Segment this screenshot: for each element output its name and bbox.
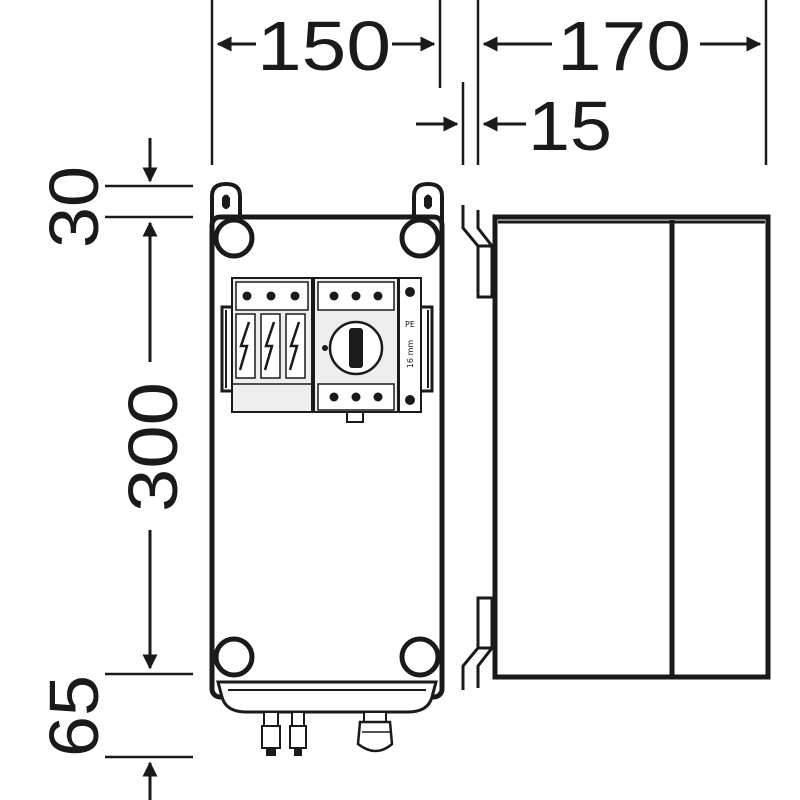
surge-protector-module [231, 277, 313, 413]
dimension-height-label: 300 [114, 382, 192, 512]
cable-gland [356, 711, 394, 753]
side-view [461, 205, 771, 690]
front-view: PE 16 mm [209, 181, 445, 756]
pv-connector-right [289, 711, 307, 756]
rail-size-label: 16 mm [406, 340, 415, 369]
corner-screw-top-right [399, 217, 441, 259]
gland-plate [216, 680, 438, 714]
dimension-width-label: 150 [257, 7, 391, 85]
pe-terminal: PE 16 mm [398, 277, 422, 413]
dimension-height: 300 [114, 221, 192, 670]
corner-screw-bottom-right [399, 636, 441, 678]
dimension-top-label: 30 [35, 166, 113, 248]
dimension-bottom-label: 65 [35, 675, 113, 757]
dimension-offset: 15 [416, 87, 612, 165]
dimension-width: 150 [216, 7, 436, 85]
enclosure-side [492, 214, 771, 680]
dimension-offset-label: 15 [528, 87, 612, 165]
pe-label: PE [405, 320, 415, 329]
extension-lines [105, 0, 768, 759]
dimension-bottom: 65 [35, 675, 158, 800]
pv-connector-left [261, 711, 281, 756]
isolator-switch-module [313, 277, 399, 423]
dimension-depth: 170 [482, 7, 762, 85]
corner-screw-top-left [213, 217, 255, 259]
dimension-depth-label: 170 [557, 7, 691, 85]
dimension-top: 30 [35, 138, 158, 248]
corner-screw-bottom-left [213, 636, 255, 678]
